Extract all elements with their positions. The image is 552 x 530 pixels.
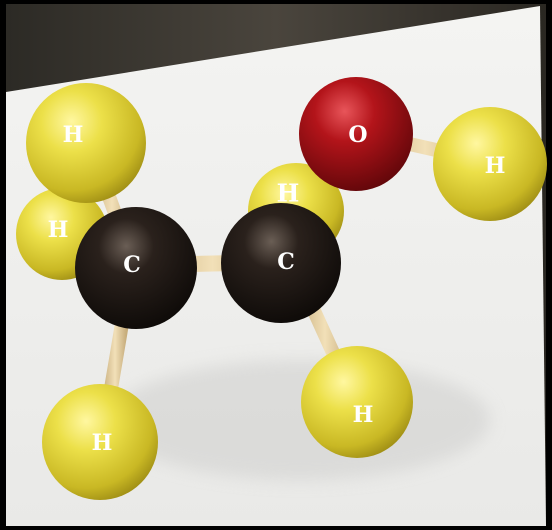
atom-label: H (92, 430, 113, 456)
hydrogen-atom (433, 107, 547, 221)
hydrogen-atom (26, 83, 146, 203)
atom-o: O (299, 77, 413, 191)
oxygen-atom (299, 77, 413, 191)
atom-c-left: C (75, 207, 197, 329)
shadow (110, 360, 490, 480)
atom-label: H (485, 153, 506, 179)
carbon-atom (221, 203, 341, 323)
atom-h-bottom-right: H (301, 346, 413, 458)
hydrogen-atom (42, 384, 158, 500)
atom-h-right: H (433, 107, 547, 221)
carbon-atom (75, 207, 197, 329)
atom-label: C (277, 249, 295, 275)
atom-c-right: C (221, 203, 341, 323)
atom-label: H (63, 122, 84, 148)
atom-label: H (48, 217, 69, 243)
atom-h-top-left: H (26, 83, 146, 203)
atom-label: H (277, 179, 300, 208)
hydrogen-atom (301, 346, 413, 458)
atom-label: C (123, 252, 141, 278)
atom-h-bottom-left: H (42, 384, 158, 500)
atom-label: H (353, 402, 374, 428)
atom-label: O (348, 122, 367, 148)
